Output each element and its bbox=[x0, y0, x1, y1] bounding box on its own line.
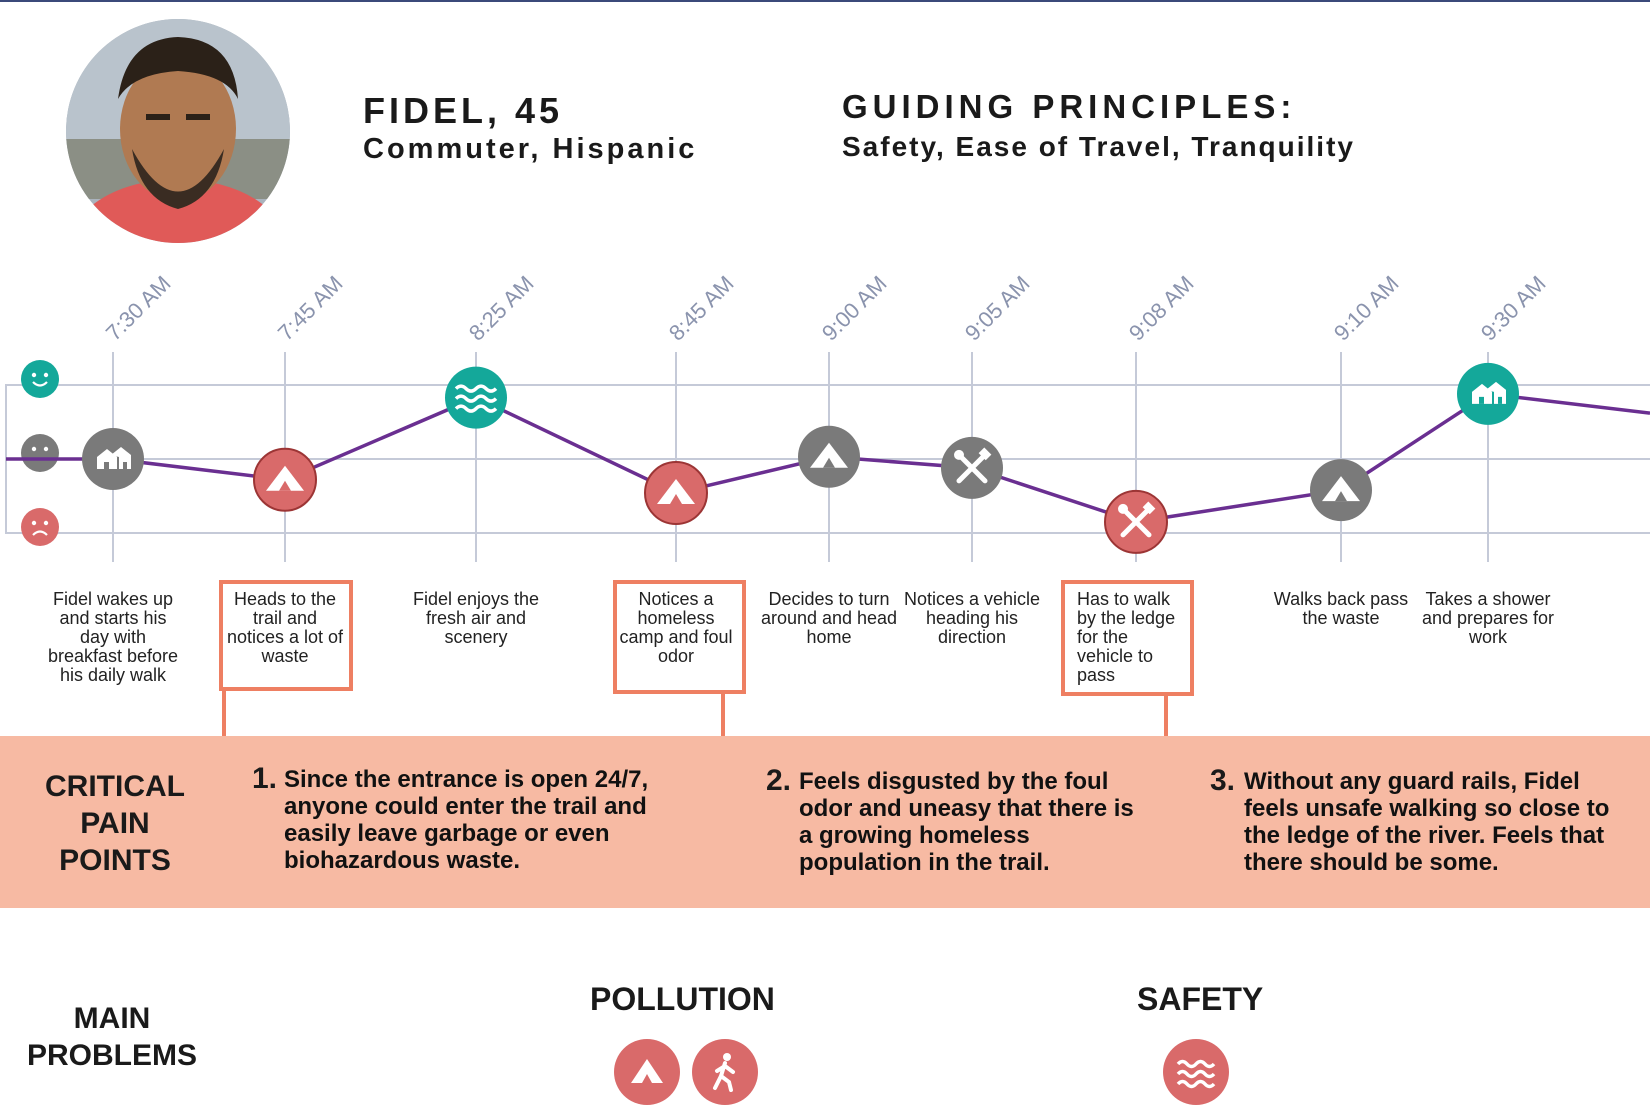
guiding-principles-values: Safety, Ease of Travel, Tranquility bbox=[842, 131, 1355, 162]
step-description: Heads to the trail and notices a lot of … bbox=[226, 589, 344, 666]
persona-subtitle: Commuter, Hispanic bbox=[363, 133, 698, 165]
category-pollution-title: POLLUTION bbox=[590, 981, 775, 1017]
pain-step-highlight bbox=[613, 580, 746, 694]
step-description: Fidel enjoys the fresh air and scenery bbox=[412, 589, 540, 647]
time-label: 9:00 AM bbox=[817, 271, 892, 346]
step-description: Fidel wakes up and starts his day with b… bbox=[47, 589, 179, 685]
time-label: 7:45 AM bbox=[273, 271, 348, 346]
journey-timeline: 7:30 AM 7:45 AM 8:25 AM 8:45 AM 9:00 AM 9:05 … bbox=[5, 271, 1650, 562]
pain-point-3-text: Without any guard rails, Fidel feels uns… bbox=[1244, 768, 1610, 876]
time-label: 9:05 AM bbox=[960, 271, 1035, 346]
pain-point-3-number: 3. bbox=[1210, 764, 1236, 797]
pain-step-highlight bbox=[219, 580, 353, 691]
step-description: Notices a homeless camp and foul odor bbox=[619, 589, 733, 666]
persona-name: FIDEL, 45 bbox=[363, 90, 564, 131]
tent-icon bbox=[253, 447, 317, 512]
water-icon bbox=[445, 366, 507, 429]
main-problems-title: MAIN PROBLEMS bbox=[26, 1002, 197, 1072]
sad-face-icon bbox=[21, 508, 59, 546]
pain-point-2-number: 2. bbox=[766, 764, 792, 797]
tools-icon bbox=[1104, 489, 1168, 554]
guiding-principles-title: GUIDING PRINCIPLES: bbox=[842, 88, 1297, 125]
neutral-face-icon bbox=[21, 434, 59, 472]
pain-point-1-text: Since the entrance is open 24/7, anyone … bbox=[284, 766, 649, 874]
time-label: 7:30 AM bbox=[101, 271, 176, 346]
step-description: Takes a shower and prepares for work bbox=[1421, 589, 1555, 647]
tent-icon bbox=[644, 461, 708, 526]
pain-point-2-text: Feels disgusted by the foul odor and une… bbox=[799, 768, 1134, 876]
home-icon bbox=[1457, 362, 1519, 425]
step-description: Has to walk by the ledge for the vehicle… bbox=[1077, 589, 1176, 685]
step-description: Notices a vehicle heading his direction bbox=[903, 589, 1041, 647]
pain-point-1-number: 1. bbox=[252, 762, 278, 795]
time-label: 8:25 AM bbox=[464, 271, 539, 346]
time-label: 9:08 AM bbox=[1124, 271, 1199, 346]
tent-icon bbox=[1310, 459, 1372, 522]
top-rule bbox=[0, 0, 1650, 2]
tent-icon bbox=[614, 1039, 680, 1105]
time-label: 9:30 AM bbox=[1476, 271, 1551, 346]
pain-step-highlight bbox=[1061, 580, 1194, 696]
water-icon bbox=[1163, 1039, 1229, 1105]
pain-points-band bbox=[0, 736, 1650, 908]
time-label: 9:10 AM bbox=[1329, 271, 1404, 346]
walker-icon bbox=[692, 1039, 758, 1105]
pain-points-title: CRITICAL PAIN POINTS bbox=[45, 770, 185, 877]
happy-face-icon bbox=[21, 360, 59, 398]
time-label: 8:45 AM bbox=[664, 271, 739, 346]
pain-connector bbox=[222, 691, 226, 780]
home-icon bbox=[82, 428, 144, 490]
step-description: Decides to turn around and head home bbox=[760, 589, 898, 647]
tools-icon bbox=[941, 436, 1003, 499]
persona-avatar bbox=[66, 19, 290, 243]
step-description: Walks back pass the waste bbox=[1273, 589, 1409, 628]
tent-icon bbox=[798, 425, 860, 488]
category-safety-title: SAFETY bbox=[1137, 981, 1264, 1017]
